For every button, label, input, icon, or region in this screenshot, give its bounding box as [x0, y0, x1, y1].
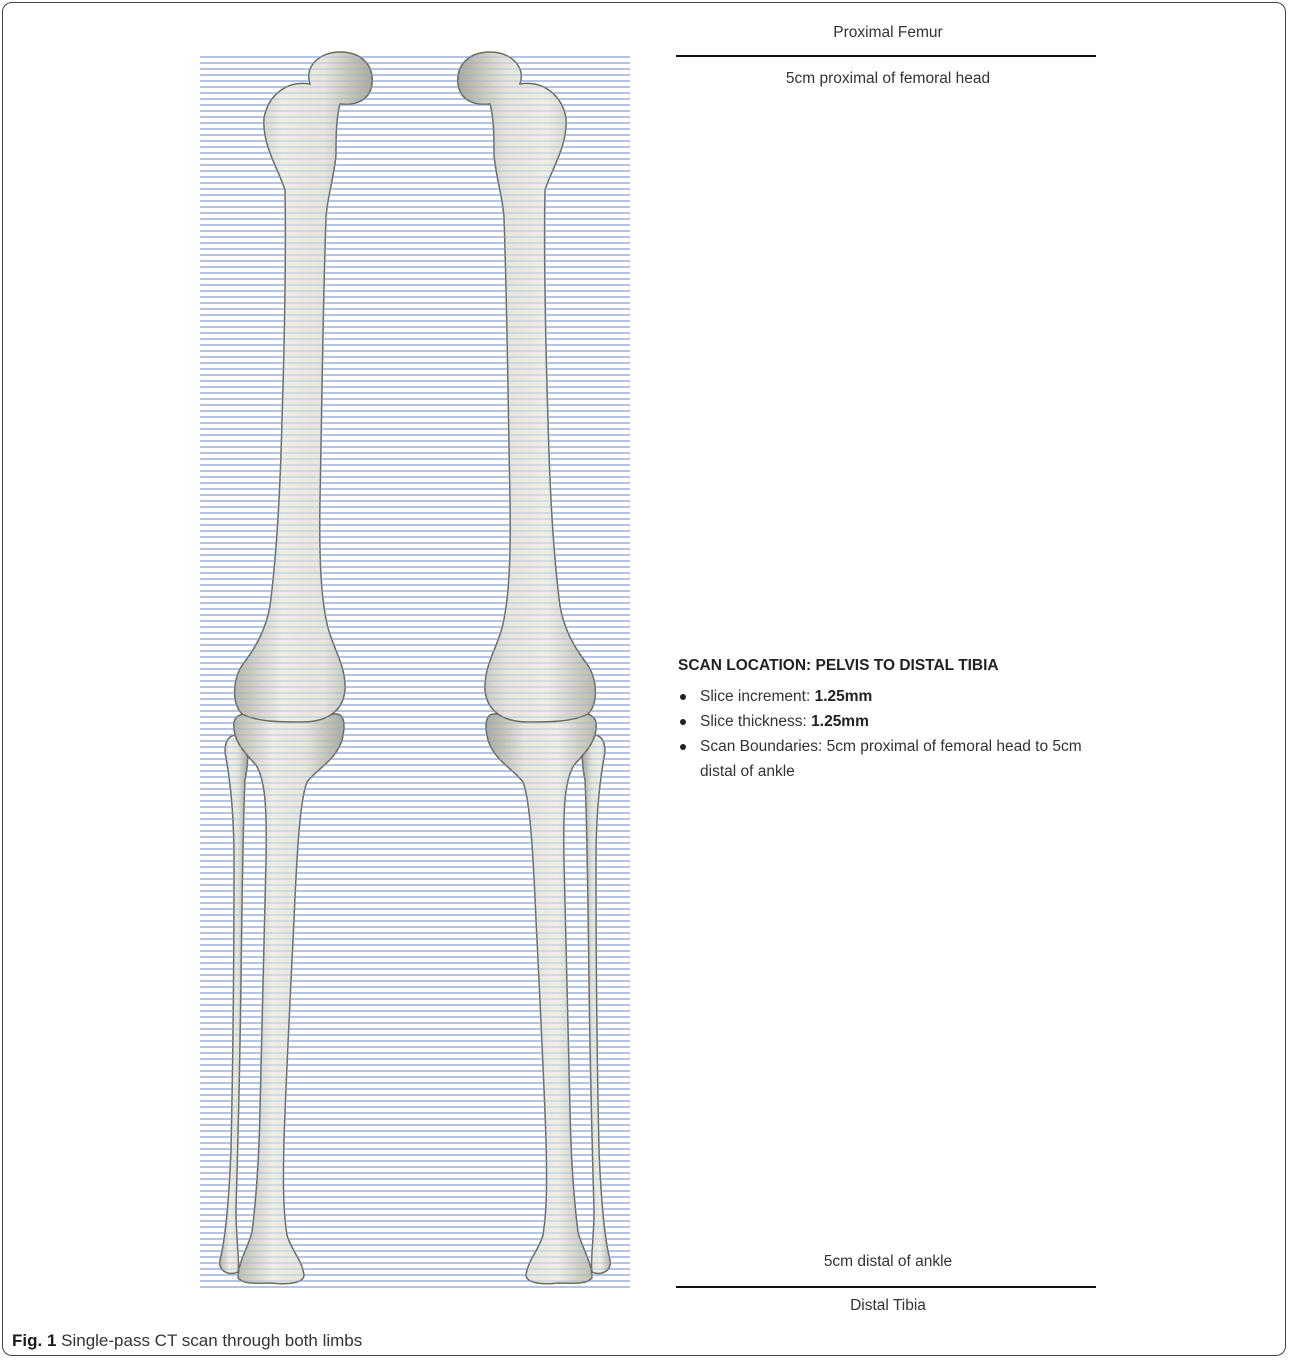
figure-number: Fig. 1	[12, 1331, 56, 1350]
scan-location-heading: SCAN LOCATION: PELVIS TO DISTAL TIBIA	[678, 653, 1118, 678]
scan-boundaries-item: Scan Boundaries: 5cm proximal of femoral…	[678, 734, 1118, 784]
slice-thickness-value: 1.25mm	[811, 713, 869, 730]
proximal-femur-label: Proximal Femur	[678, 24, 1098, 42]
top-boundary-line	[676, 55, 1096, 57]
top-boundary-description: 5cm proximal of femoral head	[678, 70, 1098, 88]
figure-caption-text: Single-pass CT scan through both limbs	[56, 1331, 362, 1350]
scan-boundaries-label: Scan Boundaries: 5cm proximal of femoral…	[700, 738, 1082, 780]
slice-thickness-item: Slice thickness: 1.25mm	[678, 709, 1118, 734]
scan-info-block: SCAN LOCATION: PELVIS TO DISTAL TIBIA Sl…	[678, 653, 1118, 784]
slice-thickness-label: Slice thickness:	[700, 713, 811, 730]
bottom-boundary-line	[676, 1286, 1096, 1288]
bottom-boundary-description: 5cm distal of ankle	[678, 1253, 1098, 1271]
scan-parameter-list: Slice increment: 1.25mm Slice thickness:…	[678, 684, 1118, 784]
figure-caption: Fig. 1 Single-pass CT scan through both …	[12, 1331, 362, 1351]
distal-tibia-label: Distal Tibia	[678, 1297, 1098, 1315]
slice-increment-value: 1.25mm	[815, 688, 873, 705]
slice-increment-label: Slice increment:	[700, 688, 815, 705]
slice-increment-item: Slice increment: 1.25mm	[678, 684, 1118, 709]
